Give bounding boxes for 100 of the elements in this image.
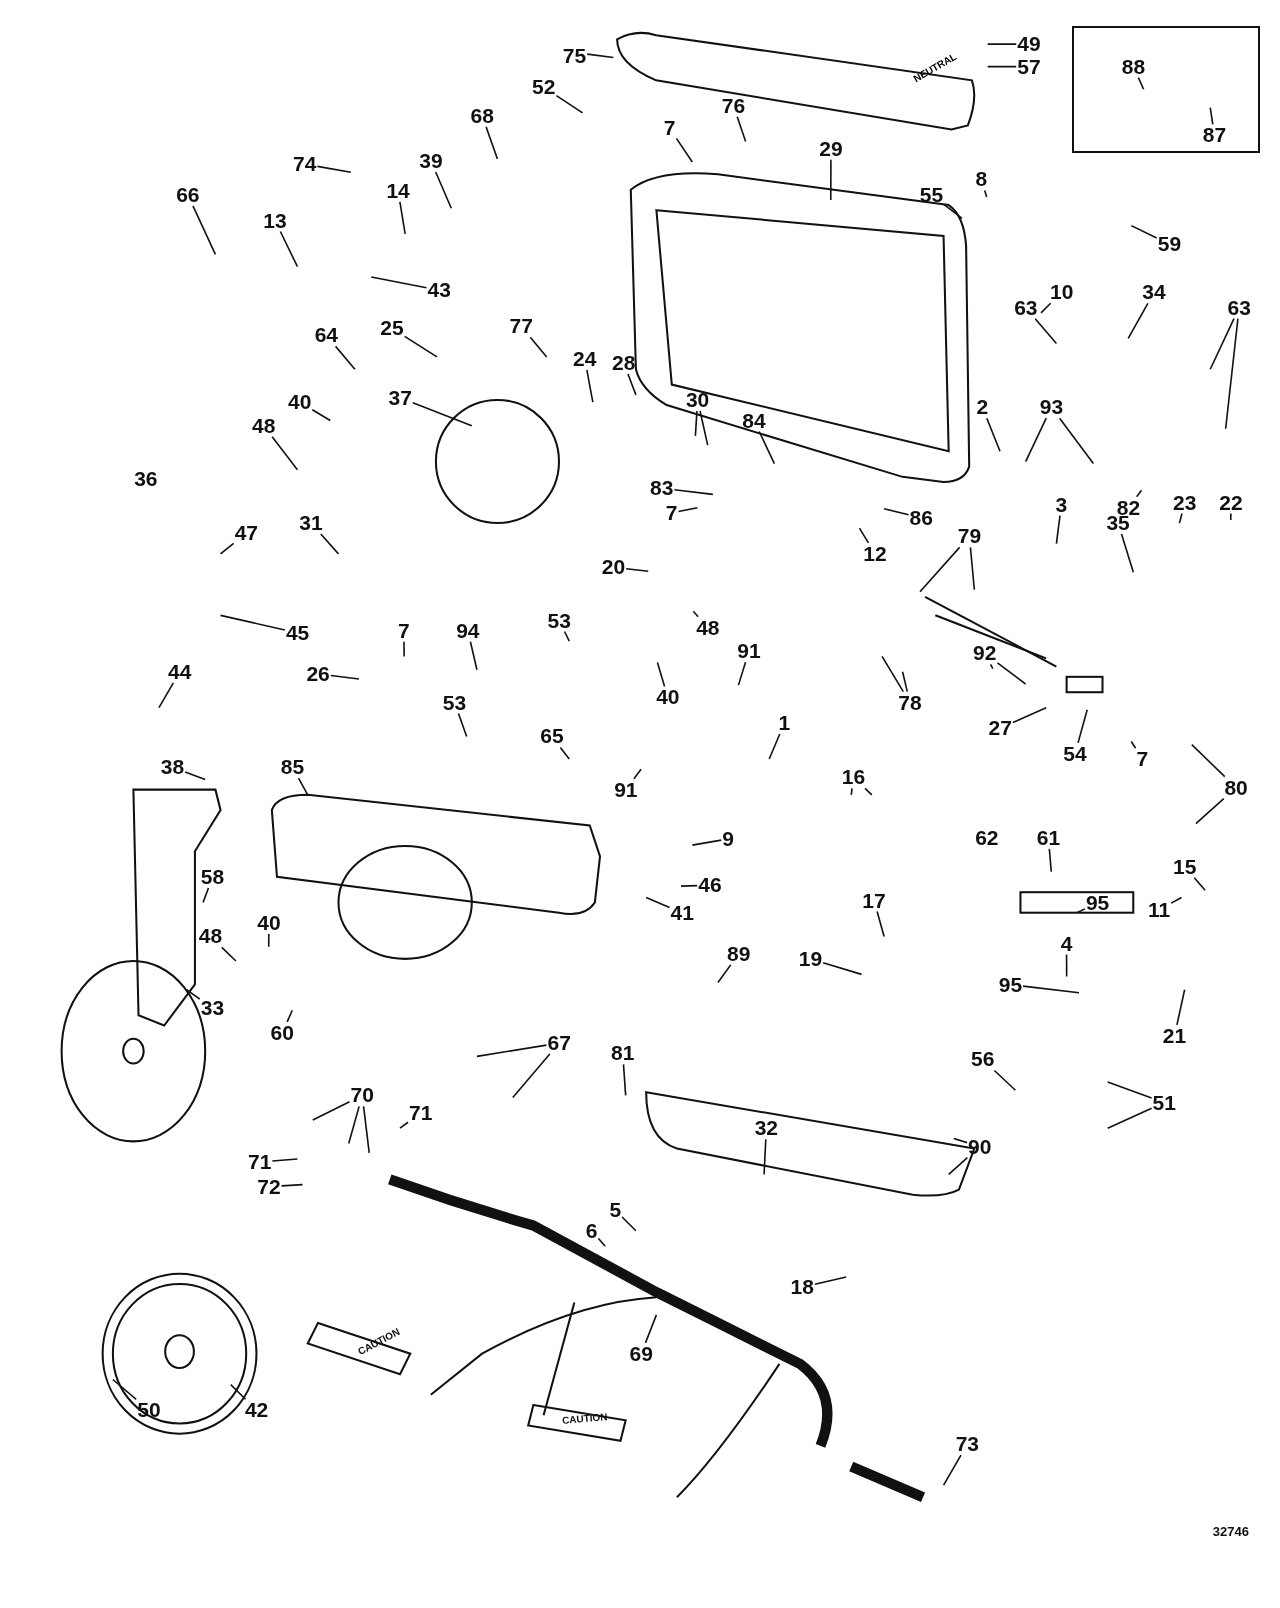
leader-line (512, 1053, 551, 1099)
leader-line (412, 402, 473, 427)
callout-number: 33 (199, 997, 226, 1020)
callout-number: 61 (1035, 826, 1062, 849)
callout-number: 34 (1141, 281, 1167, 304)
callout-number: 81 (610, 1042, 636, 1065)
callout-number: 12 (862, 542, 888, 565)
callout-number: 58 (199, 865, 226, 888)
leader-line (814, 1276, 847, 1285)
leader-line (219, 614, 286, 631)
callout-number: 21 (1161, 1024, 1188, 1047)
callout-number: 95 (997, 973, 1024, 996)
leader-line (645, 896, 671, 909)
callout-number: 40 (256, 912, 282, 935)
callout-number: 3 (1054, 493, 1069, 516)
callout-number: 1 (777, 712, 792, 735)
leader-line (673, 488, 714, 496)
leader-line (469, 640, 478, 671)
callout-number: 79 (956, 525, 983, 548)
callout-number: 56 (970, 1048, 996, 1071)
callout-number: 59 (1156, 233, 1183, 256)
callout-number: 57 (1016, 55, 1042, 78)
leader-line (1120, 533, 1135, 574)
callout-number: 48 (197, 925, 224, 948)
leader-line (267, 933, 270, 948)
leader-line (942, 1454, 962, 1486)
callout-number: 44 (167, 660, 193, 683)
callout-number: 46 (697, 874, 723, 897)
leader-line (403, 335, 438, 358)
leader-line (529, 336, 548, 358)
callout-number: 8 (974, 168, 989, 191)
leader-line (1176, 988, 1186, 1026)
leader-line (286, 1009, 294, 1023)
callout-number: 74 (292, 153, 318, 176)
callout-number: 38 (159, 756, 186, 779)
leader-line (1055, 514, 1061, 545)
leader-line (597, 1237, 606, 1247)
leader-line (758, 430, 776, 465)
callout-number: 11 (1146, 898, 1172, 921)
callout-number: 47 (233, 522, 259, 545)
callout-number: 63 (1013, 296, 1039, 319)
leader-line (334, 345, 356, 371)
leader-line (768, 733, 781, 760)
leader-line (158, 682, 175, 709)
leader-line (622, 1063, 627, 1097)
leader-line (362, 1105, 371, 1154)
leader-line (1058, 417, 1095, 465)
leader-line (1130, 740, 1137, 750)
callout-number: 2 (975, 396, 990, 419)
leader-line (1127, 302, 1149, 340)
callout-number: 30 (684, 389, 711, 411)
leader-line (202, 887, 210, 904)
leader-line (763, 1138, 767, 1176)
leader-line (1178, 512, 1183, 524)
leader-line (1106, 1107, 1153, 1129)
callout-number: 31 (298, 512, 324, 535)
callout-number: 15 (1172, 855, 1198, 878)
callout-number: 48 (251, 414, 277, 437)
callout-number: 69 (628, 1342, 654, 1365)
leader-line (399, 200, 406, 235)
callout-number: 5 (608, 1199, 623, 1222)
callout-number: 29 (818, 137, 844, 160)
leader-line (1135, 489, 1143, 498)
callout-number: 67 (546, 1032, 572, 1055)
leader-line (316, 165, 352, 174)
leader-line (829, 158, 832, 201)
leader-line (586, 369, 594, 403)
callout-number: 51 (1151, 1091, 1177, 1114)
callout-number: 94 (455, 619, 481, 642)
callout-number: 28 (611, 352, 637, 375)
leader-line (864, 787, 873, 796)
leader-line (434, 171, 453, 209)
leader-line (1195, 797, 1225, 825)
leader-line (403, 640, 405, 658)
leader-line (953, 1137, 968, 1144)
callout-number: 40 (287, 391, 313, 414)
leader-line (347, 1105, 360, 1145)
leader-line (621, 1216, 637, 1232)
callout-number: 48 (695, 616, 721, 639)
leader-line (675, 137, 694, 163)
callout-number: 18 (789, 1276, 815, 1299)
callout-number: 19 (797, 947, 824, 970)
leader-line (986, 417, 1001, 453)
leader-line (1224, 317, 1239, 430)
callout-number: 7 (662, 117, 677, 140)
callout-number: 42 (243, 1399, 270, 1422)
leader-line (993, 1069, 1017, 1092)
leader-line (969, 546, 976, 591)
callout-number: 55 (918, 183, 945, 206)
leader-line (279, 230, 299, 268)
leader-line (1170, 896, 1183, 904)
callout-number: 72 (256, 1175, 282, 1198)
leader-line (184, 771, 206, 781)
callout-number: 71 (408, 1101, 434, 1124)
leader-line (881, 655, 905, 693)
leader-line (185, 988, 201, 1000)
leader-line (850, 787, 853, 796)
leader-line (1130, 224, 1158, 239)
callout-number: 41 (669, 901, 695, 924)
leader-line (221, 946, 237, 962)
